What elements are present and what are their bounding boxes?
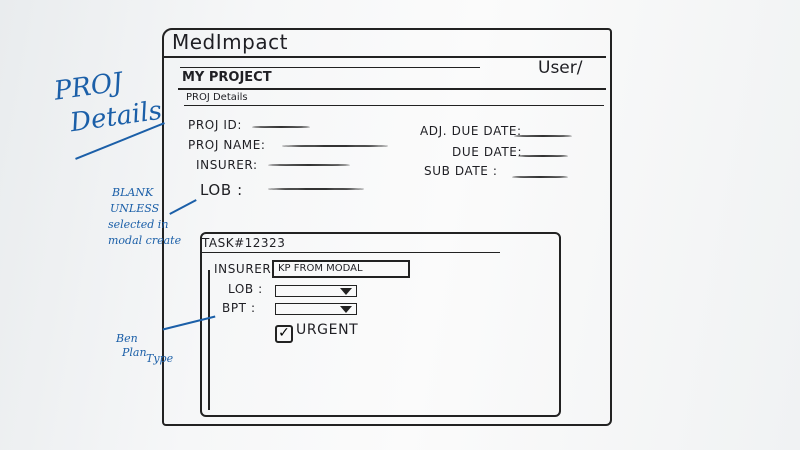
blank-note-line-4: modal create [108, 234, 182, 247]
title-bar-divider [164, 56, 606, 58]
task-inner-edge [208, 270, 210, 410]
checkmark-icon: ✓ [278, 325, 290, 341]
side-title-line-1: PROJ [52, 67, 125, 107]
adj-due-date-label: ADJ. DUE DATE: [420, 124, 522, 138]
proj-id-label: PROJ ID: [188, 118, 242, 132]
task-bpt-dropdown[interactable] [275, 303, 357, 315]
proj-name-label: PROJ NAME: [188, 138, 266, 152]
urgent-checkbox[interactable]: ✓ [275, 325, 293, 343]
section-label: PROJ Details [186, 92, 248, 103]
task-bpt-label: BPT : [222, 301, 256, 315]
lob-value-line [268, 188, 364, 190]
section-divider [184, 105, 604, 106]
task-panel [200, 232, 561, 417]
lob-label: LOB : [200, 181, 243, 199]
blank-note-line-3: selected in [108, 218, 169, 231]
urgent-label: URGENT [296, 322, 359, 338]
bpt-note-line-1: Ben [116, 332, 138, 345]
chevron-down-icon [340, 288, 352, 295]
task-insurer-field[interactable]: KP FROM MODAL [272, 260, 410, 278]
blank-note-line-1: BLANK [112, 186, 154, 199]
adj-due-date-value-line [514, 135, 572, 137]
bpt-note-line-2: Plan [122, 346, 147, 359]
user-menu[interactable]: User/ [538, 58, 583, 78]
project-bar-divider [178, 88, 606, 90]
task-lob-label: LOB : [228, 282, 263, 296]
proj-name-value-line [282, 145, 388, 147]
due-date-label: DUE DATE: [452, 145, 523, 159]
task-insurer-label: INSURER: [214, 262, 276, 276]
sub-date-label: SUB DATE : [424, 164, 498, 178]
insurer-label: INSURER: [196, 158, 258, 172]
project-top-rule [180, 67, 480, 68]
sub-date-value-line [512, 176, 568, 178]
task-lob-dropdown[interactable] [275, 285, 357, 297]
proj-id-value-line [252, 126, 310, 128]
chevron-down-icon [340, 306, 352, 313]
task-title-divider [200, 252, 500, 253]
insurer-value-line [268, 164, 350, 166]
task-title: TASK#12323 [202, 236, 286, 250]
due-date-value-line [518, 155, 568, 157]
blank-note-line-2: UNLESS [110, 202, 160, 215]
app-title: MedImpact [172, 30, 288, 54]
project-title: MY PROJECT [182, 70, 272, 85]
bpt-note-line-3: Type [146, 352, 174, 365]
wireframe-window [162, 28, 612, 426]
